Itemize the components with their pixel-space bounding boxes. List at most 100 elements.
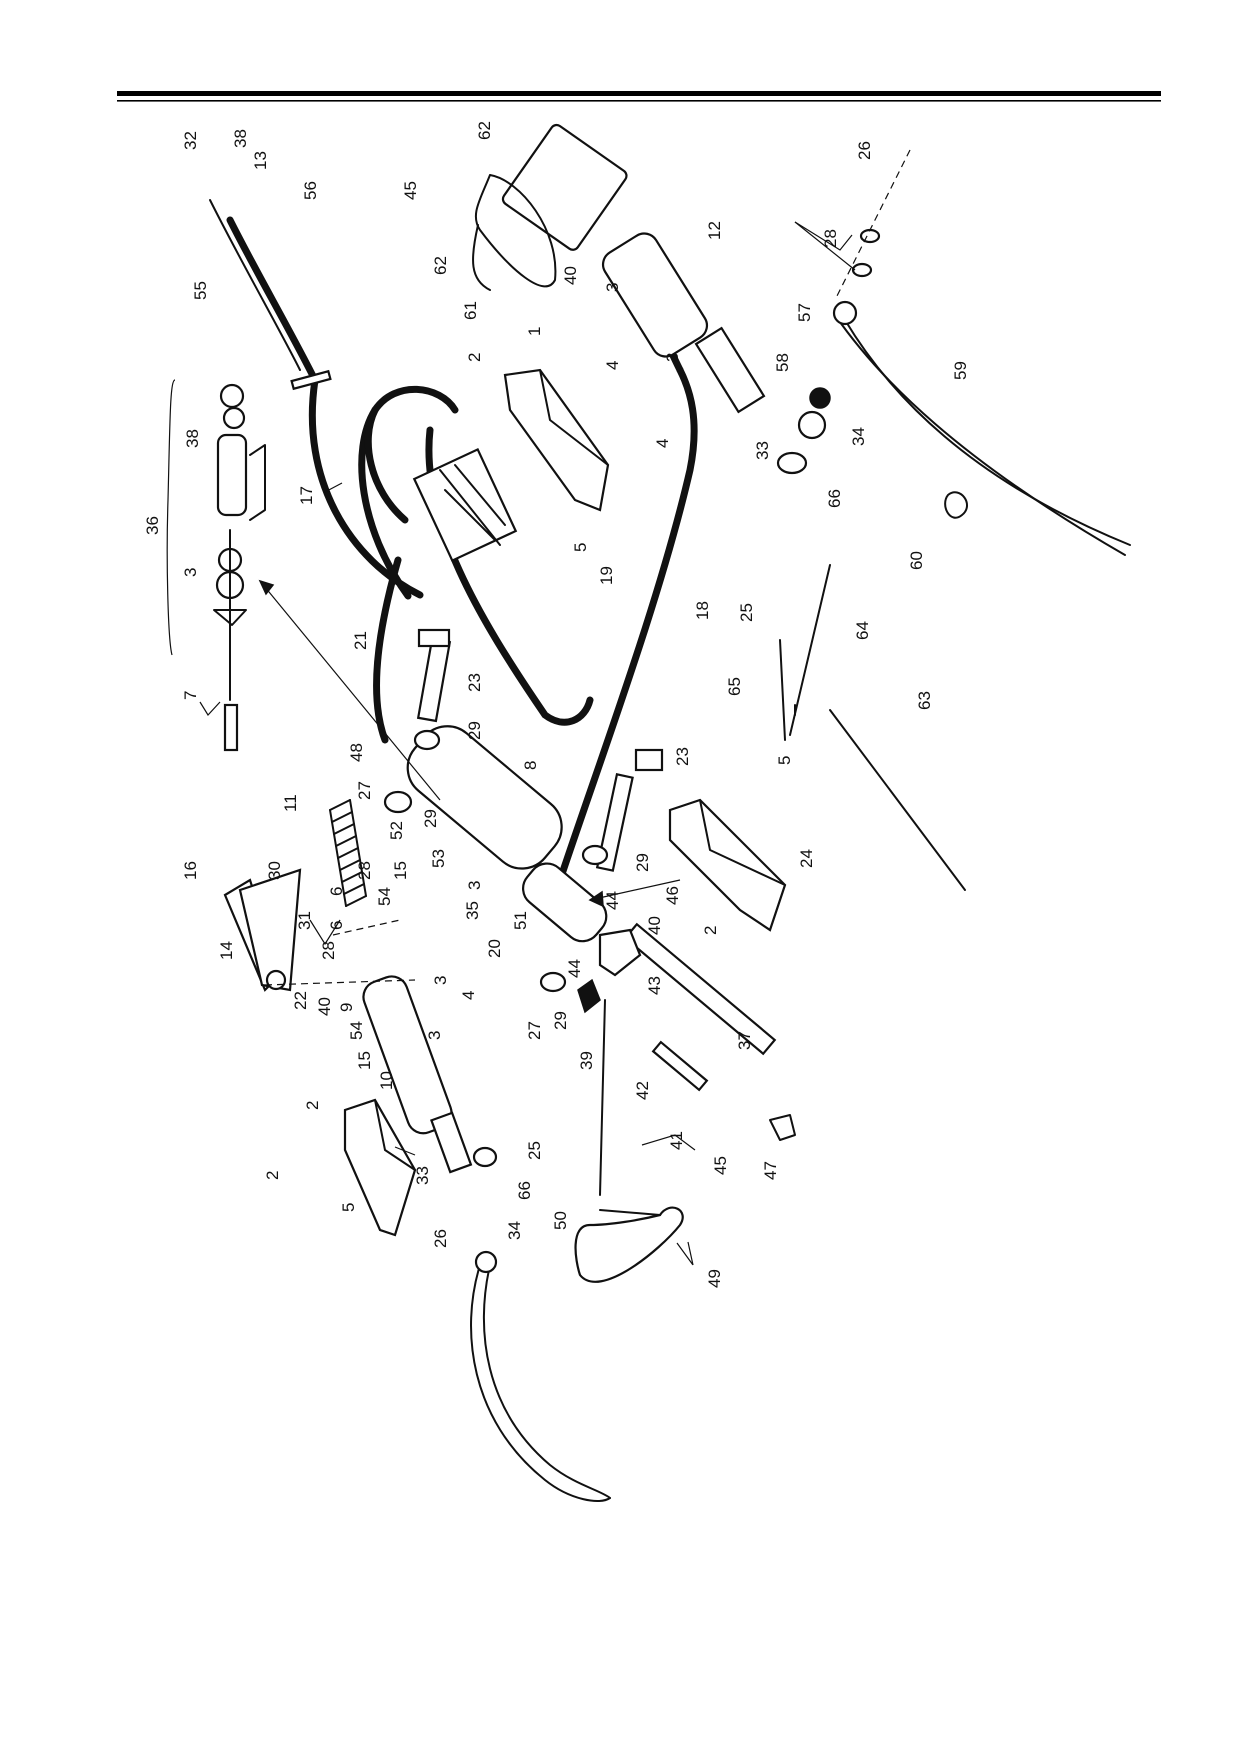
callout-28-b: 28	[355, 861, 374, 880]
callout-52: 52	[387, 821, 406, 840]
callout-22: 22	[291, 991, 310, 1010]
callout-27: 27	[355, 781, 374, 800]
callout-17: 17	[297, 486, 316, 505]
callout-49: 49	[705, 1269, 724, 1288]
callout-45-b: 45	[711, 1156, 730, 1175]
callout-40: 40	[561, 266, 580, 285]
callout-44-b: 44	[565, 959, 584, 978]
callout-18: 18	[693, 601, 712, 620]
callout-13: 13	[251, 151, 270, 170]
callout-4-c: 4	[459, 991, 478, 1000]
callout-25: 25	[737, 603, 756, 622]
callout-29-d: 29	[551, 1011, 570, 1030]
callout-64: 64	[853, 621, 872, 640]
callout-2-c: 2	[303, 1101, 322, 1110]
steering-column-12	[501, 123, 831, 440]
wire-bracket-61	[472, 174, 557, 291]
callout-41: 41	[667, 1131, 686, 1150]
callout-66-b: 66	[515, 1181, 534, 1200]
callout-14: 14	[217, 941, 236, 960]
callout-65: 65	[725, 677, 744, 696]
callout-6: 6	[327, 887, 346, 896]
callout-2: 2	[465, 353, 484, 362]
callout-24: 24	[797, 849, 816, 868]
callout-2-d: 2	[263, 1171, 282, 1180]
callout-60: 60	[907, 551, 926, 570]
callout-12: 12	[705, 221, 724, 240]
callout-59: 59	[951, 361, 970, 380]
callout-26-b: 26	[431, 1229, 450, 1248]
spring-11	[329, 799, 367, 907]
callout-62-b: 62	[431, 256, 450, 275]
callout-23-b: 23	[673, 747, 692, 766]
callout-40-c: 40	[315, 997, 334, 1016]
callout-15: 15	[391, 861, 410, 880]
callout-29-c: 29	[633, 853, 652, 872]
callout-34: 34	[849, 427, 868, 446]
washers	[383, 228, 881, 1168]
callout-45: 45	[401, 181, 420, 200]
callout-38-b: 38	[183, 429, 202, 448]
callout-43: 43	[645, 976, 664, 995]
callout-58: 58	[773, 353, 792, 372]
callout-39: 39	[577, 1051, 596, 1070]
callout-28: 28	[821, 229, 840, 248]
callout-30: 30	[265, 861, 284, 880]
callout-7: 7	[181, 691, 200, 700]
callout-55: 55	[191, 281, 210, 300]
callout-23: 23	[465, 673, 484, 692]
callout-40-b: 40	[645, 916, 664, 935]
callout-33-b: 33	[413, 1166, 432, 1185]
callout-2-b: 2	[701, 926, 720, 935]
callout-61: 61	[461, 301, 480, 320]
callout-53: 53	[429, 849, 448, 868]
callout-6-b: 6	[327, 921, 346, 930]
header-rule	[117, 91, 1161, 102]
lever-37	[623, 922, 796, 1141]
engine-block	[412, 447, 518, 563]
callout-9: 9	[337, 1003, 356, 1012]
leaf-spring-lower	[470, 1250, 611, 1502]
cylinder-10	[362, 975, 473, 1174]
callout-51: 51	[511, 911, 530, 930]
assembly-36	[166, 379, 266, 752]
callout-35: 35	[463, 901, 482, 920]
callout-15-b: 15	[355, 1051, 374, 1070]
leaf-spring-59	[832, 300, 1131, 556]
callout-26: 26	[855, 141, 874, 160]
callout-50: 50	[551, 1211, 570, 1230]
callout-27-b: 27	[525, 1021, 544, 1040]
bracket-14	[223, 868, 302, 992]
callout-4: 4	[603, 361, 622, 370]
callout-5-c: 5	[339, 1203, 358, 1212]
callout-34-b: 34	[505, 1221, 524, 1240]
callout-21: 21	[351, 631, 370, 650]
callout-54: 54	[375, 887, 394, 906]
callout-66: 66	[825, 489, 844, 508]
channel-2-lower	[343, 1098, 417, 1237]
callout-11: 11	[281, 794, 300, 812]
callout-5: 5	[571, 543, 590, 552]
callout-3-d: 3	[465, 881, 484, 890]
callout-3-e: 3	[431, 976, 450, 985]
callout-3: 3	[603, 283, 622, 292]
callout-32: 32	[181, 131, 200, 150]
callout-36: 36	[143, 516, 162, 535]
callout-3-f: 3	[425, 1031, 444, 1040]
callouts: 32 38 13 56 55 45 62 62 40 61 12 26 28 3…	[143, 121, 970, 1288]
callout-42: 42	[633, 1081, 652, 1100]
bolt-23-upper	[416, 628, 452, 723]
callout-3-b: 3	[663, 353, 682, 362]
threaded-rods	[779, 564, 966, 891]
callout-33: 33	[753, 441, 772, 460]
channel-24	[668, 798, 787, 932]
callout-47: 47	[761, 1161, 780, 1180]
clamp-43	[598, 928, 642, 977]
callout-56: 56	[301, 181, 320, 200]
callout-29: 29	[465, 721, 484, 740]
knob-39	[577, 978, 601, 1014]
callout-63: 63	[915, 691, 934, 710]
callout-20: 20	[485, 939, 504, 958]
callout-37: 37	[735, 1031, 754, 1050]
callout-19: 19	[597, 566, 616, 585]
